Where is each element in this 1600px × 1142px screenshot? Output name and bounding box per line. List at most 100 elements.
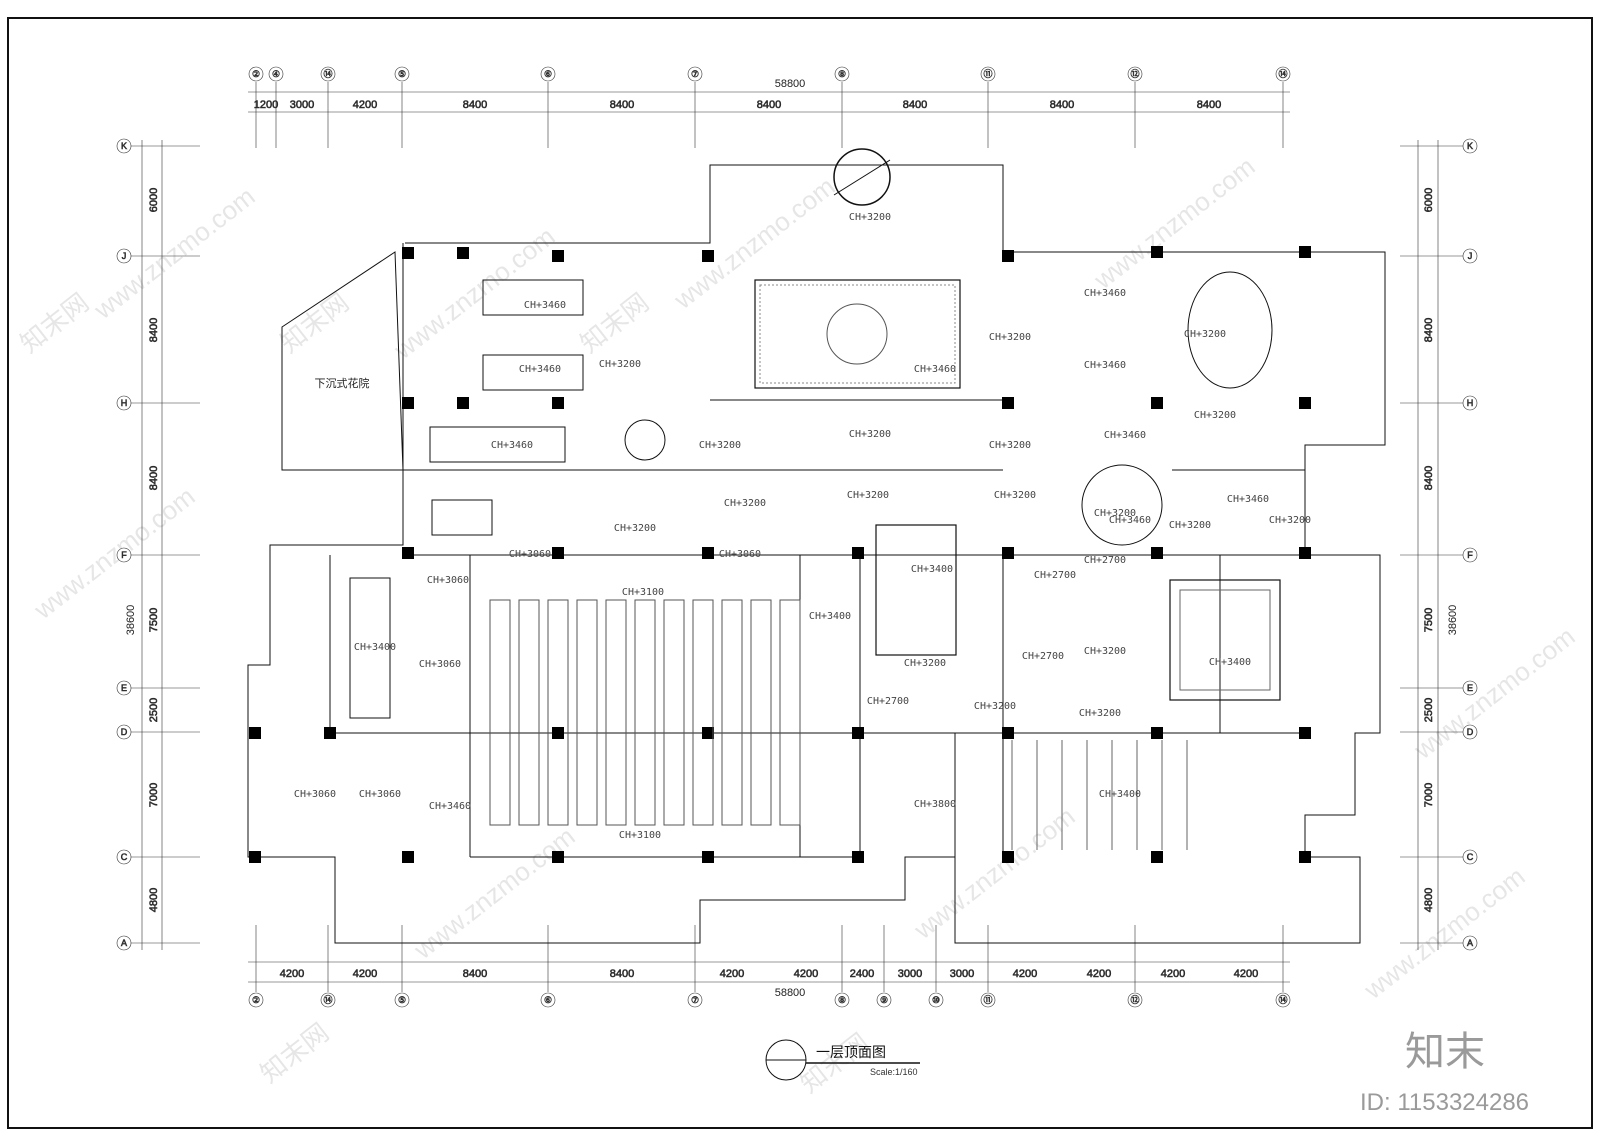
ceiling-height-label: CH+3460 — [1104, 430, 1146, 441]
dim-right: 4800 — [1423, 888, 1435, 912]
drawing-frame — [7, 17, 1593, 1129]
axis-label-bottom: ⑩ — [932, 995, 940, 1005]
structural-column — [1151, 727, 1163, 739]
ceiling-tray-right — [1169, 579, 1281, 701]
ceiling-height-label: CH+3100 — [622, 587, 664, 598]
dim-top: 3000 — [290, 99, 314, 111]
watermark-text: www.znzmo.com — [28, 481, 201, 625]
structural-column — [852, 851, 864, 863]
ceiling-height-label: CH+3460 — [524, 300, 566, 311]
ceiling-height-label: CH+3060 — [294, 789, 336, 800]
structural-column — [457, 397, 469, 409]
axis-label-bottom: ⑥ — [544, 995, 552, 1005]
axis-label-bottom: ⑧ — [838, 995, 846, 1005]
structural-column — [1002, 250, 1014, 262]
dim-top: 8400 — [610, 99, 634, 111]
dim-bottom: 4200 — [1013, 968, 1037, 980]
total-dim-right: 38600 — [1447, 605, 1459, 636]
axis-label-bottom: ⑭ — [323, 995, 332, 1005]
dim-bottom: 8400 — [610, 968, 634, 980]
ceiling-height-label: CH+3200 — [974, 701, 1016, 712]
axis-label-left: E — [121, 683, 127, 693]
axis-label-top: ⑧ — [838, 69, 846, 79]
round-light — [624, 419, 666, 461]
dim-bottom: 4200 — [353, 968, 377, 980]
ceiling-height-label: CH+3460 — [914, 364, 956, 375]
dim-left: 7500 — [148, 608, 160, 632]
structural-column — [702, 250, 714, 262]
dim-top: 8400 — [903, 99, 927, 111]
total-dim-bottom: 58800 — [775, 987, 806, 999]
structural-column — [1151, 397, 1163, 409]
ceiling-height-label: CH+3200 — [847, 490, 889, 501]
structural-column — [552, 547, 564, 559]
dim-bottom: 4200 — [720, 968, 744, 980]
axis-bubble-bottom — [248, 992, 264, 1008]
ceiling-coffer-strip — [576, 599, 598, 826]
axis-label-top: ⑭ — [1278, 69, 1287, 79]
dim-bottom: 2400 — [850, 968, 874, 980]
dim-left: 8400 — [148, 318, 160, 342]
ceiling-coffer-strip — [547, 599, 569, 826]
ceiling-height-label: CH+3060 — [427, 575, 469, 586]
structural-column — [552, 250, 564, 262]
axis-label-bottom: ② — [252, 995, 260, 1005]
axis-label-bottom: ⑤ — [398, 995, 406, 1005]
title-block: 一层顶面图 Scale:1/160 — [765, 1039, 920, 1081]
axis-label-bottom: ⑦ — [691, 995, 699, 1005]
dim-top: 8400 — [1197, 99, 1221, 111]
ceiling-height-label: CH+3100 — [619, 830, 661, 841]
structural-column — [1151, 547, 1163, 559]
structural-column — [249, 727, 261, 739]
axis-bubble-bottom — [1127, 992, 1143, 1008]
axis-label-left: A — [121, 938, 127, 948]
ceiling-height-label: CH+3060 — [419, 659, 461, 670]
entrance-fountain-line — [833, 159, 891, 196]
dim-bottom: 8400 — [463, 968, 487, 980]
sunken-garden — [281, 251, 404, 471]
ceiling-coffer-strip — [605, 599, 627, 826]
axis-label-bottom: ⑫ — [1130, 995, 1139, 1005]
structural-column — [1299, 727, 1311, 739]
ceiling-height-label: CH+2700 — [1022, 651, 1064, 662]
ceiling-tray-left — [349, 577, 391, 719]
ceiling-height-label: CH+3460 — [519, 364, 561, 375]
ceiling-height-label: CH+3200 — [1169, 520, 1211, 531]
ceiling-tray-inner — [1179, 589, 1271, 691]
axis-bubble-bottom — [834, 992, 850, 1008]
carpet-medallion — [826, 303, 888, 365]
axis-label-right: E — [1467, 683, 1473, 693]
axis-bubble-bottom — [394, 992, 410, 1008]
watermark-text: www.znzmo.com — [88, 181, 261, 325]
dim-right: 8400 — [1423, 466, 1435, 490]
ceiling-height-label: CH+3200 — [989, 332, 1031, 343]
oval-ceiling — [1187, 271, 1273, 389]
structural-column — [852, 727, 864, 739]
ceiling-height-label: CH+3200 — [1269, 515, 1311, 526]
ceiling-recess — [431, 499, 493, 536]
axis-bubble-bottom — [1275, 992, 1291, 1008]
dim-bottom: 3000 — [950, 968, 974, 980]
round-ceiling — [1081, 464, 1163, 546]
ceiling-height-label: CH+3400 — [1209, 657, 1251, 668]
dim-top: 1200 — [254, 99, 278, 111]
axis-label-top: ⑭ — [323, 69, 332, 79]
axis-label-left: K — [121, 141, 127, 151]
ceiling-height-label: CH+3060 — [359, 789, 401, 800]
dim-left: 6000 — [148, 188, 160, 212]
structural-column — [552, 851, 564, 863]
structural-column — [402, 851, 414, 863]
ceiling-coffer-strip — [750, 599, 772, 826]
sunken-garden-label: 下沉式花院 — [315, 376, 370, 390]
id-label: ID: 1153324286 — [1360, 1089, 1529, 1116]
dim-right: 6000 — [1423, 188, 1435, 212]
watermark-cn: 知末网 — [274, 287, 354, 359]
structural-column — [1151, 246, 1163, 258]
axis-bubble-top — [248, 66, 264, 82]
axis-label-right: K — [1467, 141, 1473, 151]
watermark-text: www.znzmo.com — [1408, 621, 1581, 765]
structural-column — [249, 851, 261, 863]
